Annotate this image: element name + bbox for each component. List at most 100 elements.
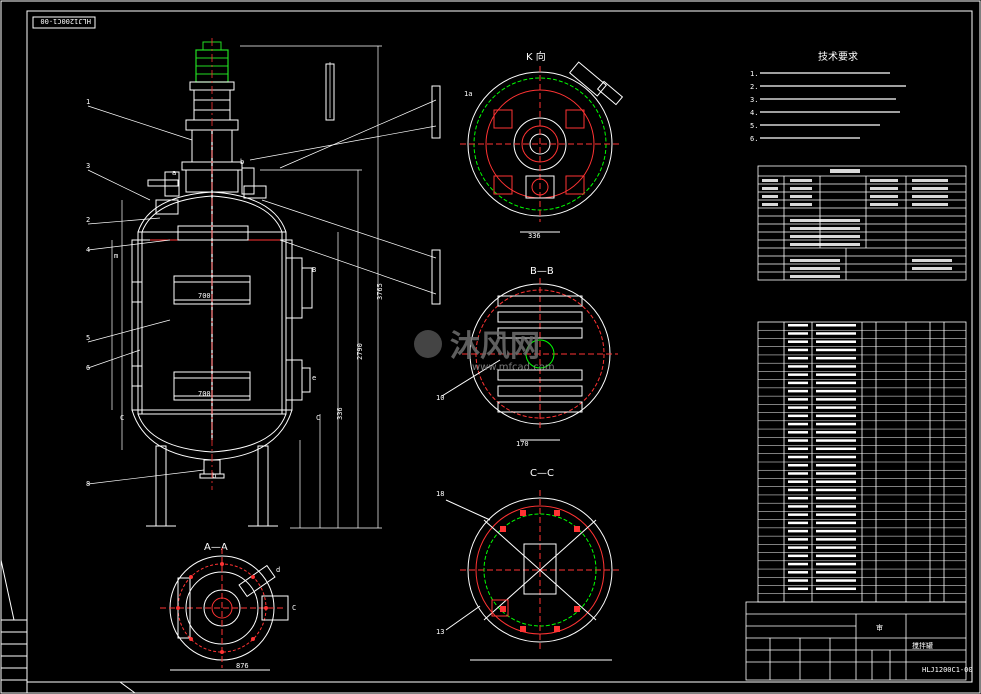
section-bb [441, 278, 618, 441]
watermark: 沐风网 www.mfcad.com [414, 329, 555, 373]
parts-list-cell-mark [816, 406, 856, 409]
parts-list-cell-mark [788, 389, 808, 393]
parts-list-cell-mark [788, 579, 808, 582]
parts-list-cell-mark [788, 447, 808, 451]
svg-text:6: 6 [86, 364, 90, 372]
k-view [460, 61, 624, 233]
parts-list-cell-mark [788, 529, 808, 533]
svg-text:C: C [316, 414, 320, 422]
parts-list-cell-mark [816, 472, 856, 475]
parts-list-cell-mark [816, 546, 856, 549]
parts-list-cell-mark [788, 571, 808, 574]
parts-list-cell-mark [816, 513, 856, 516]
section-cc-label: C—C [530, 468, 554, 479]
section-cc [445, 490, 620, 661]
balloon-labels-left: 1 3 2 4 5 6 8 [86, 98, 90, 488]
svg-text:b: b [212, 472, 216, 480]
parts-list-cell-mark [816, 480, 856, 483]
svg-text:4: 4 [86, 246, 90, 254]
svg-text:B: B [312, 266, 316, 274]
dimension-lines [111, 45, 382, 529]
parts-list-cell-mark [788, 373, 808, 376]
parts-list-cell-mark [816, 538, 856, 541]
title-block-code: HLJ1200C1-00 [922, 666, 973, 674]
parts-list-cell-mark [816, 365, 856, 368]
design-table-text-marks [762, 169, 952, 278]
dim-700-lower: 700 [198, 390, 211, 398]
svg-text:1: 1 [86, 98, 90, 106]
svg-text:336: 336 [528, 232, 541, 240]
parts-list-cell-mark [788, 488, 808, 492]
req-1: 1. [750, 70, 758, 78]
parts-list-cell-mark [816, 373, 856, 376]
balloon-labels-right [325, 63, 441, 305]
svg-text:d: d [276, 566, 280, 574]
svg-text:876: 876 [236, 662, 249, 670]
svg-text:5: 5 [86, 334, 90, 342]
inner-border [26, 10, 973, 683]
tech-requirements: 技术要求 1. 2. 3. 4. 5. 6. [750, 50, 906, 143]
svg-text:2790: 2790 [356, 343, 364, 360]
parts-list-cell-mark [788, 562, 808, 566]
svg-text:1a: 1a [464, 90, 472, 98]
left-margin-table [0, 559, 28, 681]
svg-text:C: C [292, 604, 296, 612]
req-6: 6. [750, 135, 758, 143]
leaders-left [87, 62, 437, 485]
parts-list-cell-mark [788, 538, 808, 541]
parts-list-cell-mark [816, 414, 856, 418]
svg-text:a: a [172, 169, 176, 177]
parts-list-cell-mark [788, 439, 808, 442]
req-4: 4. [750, 109, 758, 117]
parts-list-cell-mark [816, 381, 856, 385]
svg-text:3: 3 [86, 162, 90, 170]
vessel-elevation [131, 41, 313, 527]
parts-list-cell-mark [788, 496, 808, 500]
svg-text:18: 18 [436, 490, 444, 498]
parts-list-cell-mark [788, 464, 808, 467]
title-block [745, 601, 967, 681]
parts-list-cell-mark [788, 381, 808, 385]
parts-list-cell-mark [816, 554, 856, 558]
aa-bolt-holes [176, 562, 268, 654]
parts-list-cell-mark [816, 464, 856, 467]
svg-text:C: C [120, 414, 124, 422]
parts-list-cell-mark [788, 513, 808, 516]
parts-list-cell-mark [816, 496, 856, 500]
parts-list-cell-mark [788, 398, 808, 401]
parts-list-cell-mark [816, 529, 856, 533]
svg-text:3765: 3765 [376, 283, 384, 300]
svg-text:8: 8 [86, 480, 90, 488]
req-3: 3. [750, 96, 758, 104]
parts-list-cell-mark [788, 365, 808, 368]
parts-list-cell-mark [816, 389, 856, 393]
parts-list-cell-mark [788, 521, 808, 525]
agitator [150, 130, 280, 440]
parts-list-cell-mark [816, 488, 856, 492]
parts-list-cell-mark [816, 562, 856, 566]
watermark-brand: 沐风网 [450, 329, 540, 364]
parts-list-cell-mark [788, 332, 808, 335]
svg-text:审: 审 [876, 623, 883, 632]
parts-list-cell-mark [816, 505, 856, 508]
dim-700-upper: 700 [198, 292, 211, 300]
parts-list-cell-mark [816, 571, 856, 574]
parts-list-cell-mark [788, 414, 808, 418]
parts-list-cell-mark [788, 472, 808, 475]
req-2: 2. [750, 83, 758, 91]
svg-text:170: 170 [516, 440, 529, 448]
svg-text:10: 10 [436, 394, 444, 402]
tech-requirements-title: 技术要求 [818, 50, 858, 63]
svg-text:b: b [240, 158, 244, 166]
parts-list-cell-mark [788, 356, 808, 360]
parts-list-cell-mark [816, 579, 856, 582]
parts-list-cell-mark [788, 406, 808, 409]
parts-list-cell-mark [788, 546, 808, 549]
svg-text:e: e [312, 374, 316, 382]
section-bb-label: B—B [530, 266, 554, 277]
parts-list-cell-mark [816, 324, 856, 327]
watermark-url: www.mfcad.com [472, 362, 555, 373]
parts-list-cell-mark [816, 356, 856, 360]
parts-list-cell-mark [816, 398, 856, 401]
